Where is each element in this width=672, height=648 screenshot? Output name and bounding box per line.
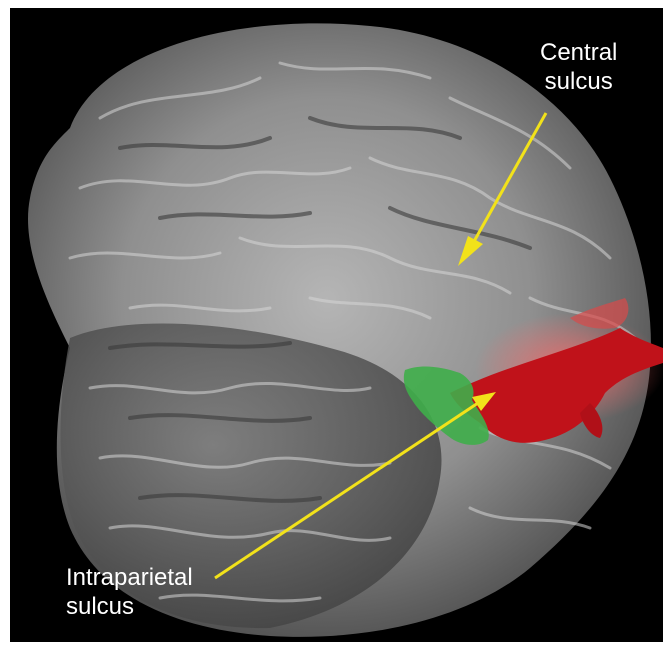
- intraparietal-sulcus-label: Intraparietal sulcus: [66, 563, 193, 621]
- brain-illustration: [10, 8, 663, 642]
- brain-rendering-panel: Central sulcus Intraparietal sulcus: [10, 8, 663, 642]
- central-sulcus-label: Central sulcus: [540, 38, 617, 96]
